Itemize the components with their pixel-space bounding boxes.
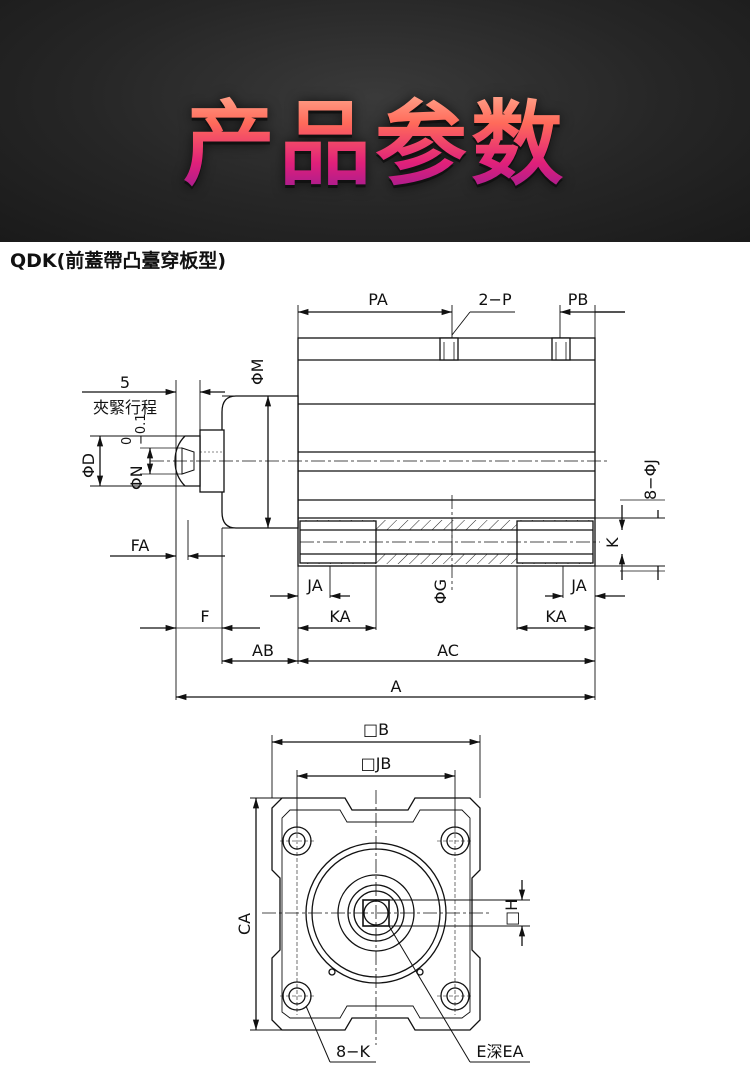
label-d: ΦD <box>79 453 98 478</box>
label-ab: AB <box>252 641 274 660</box>
port-left <box>439 337 459 361</box>
front-view-labels: □B □JB CA □H 8−K E深EA <box>235 720 524 1061</box>
label-f: F <box>200 607 209 626</box>
front-view <box>250 735 530 1063</box>
label-n-tol-upper: 0 <box>120 437 135 445</box>
label-8k: 8−K <box>336 1042 371 1061</box>
label-ka-right: KA <box>545 607 566 626</box>
port-right <box>551 337 571 361</box>
label-fa: FA <box>131 536 150 555</box>
label-n: ΦN <box>127 465 146 490</box>
label-ja-right: JA <box>570 576 586 595</box>
label-j: 8−ΦJ <box>641 459 660 500</box>
label-jb: □JB <box>361 754 392 773</box>
label-pb: PB <box>568 290 589 309</box>
label-ja-left: JA <box>306 576 322 595</box>
label-pa: PA <box>368 290 388 309</box>
label-ac: AC <box>437 641 459 660</box>
label-b: □B <box>363 720 389 739</box>
leader-ea <box>388 925 471 1063</box>
label-2p: 2−P <box>478 290 512 309</box>
front-boss <box>221 395 299 529</box>
label-ka-left: KA <box>329 607 350 626</box>
label-ca: CA <box>235 913 254 935</box>
label-n-tol-lower: −0.1 <box>134 413 149 445</box>
header-banner: 产品参数 <box>0 0 750 242</box>
label-ea: E深EA <box>476 1042 523 1061</box>
side-view <box>82 305 665 701</box>
label-a: A <box>391 677 402 696</box>
leader-8k <box>305 1005 331 1063</box>
label-g: ΦG <box>431 579 450 604</box>
label-m: ΦM <box>248 359 267 385</box>
banner-title: 产品参数 <box>0 70 750 203</box>
side-view-labels: PA 2−P PB ΦM 5 夾緊行程 ΦD ΦN 0 −0.1 8−ΦJ K … <box>79 290 660 696</box>
label-h: □H <box>502 899 521 926</box>
label-stroke-num: 5 <box>120 373 130 392</box>
label-stroke-text: 夾緊行程 <box>93 398 157 417</box>
model-title: QDK(前蓋帶凸臺穿板型) <box>10 250 227 272</box>
label-k: K <box>603 537 622 548</box>
